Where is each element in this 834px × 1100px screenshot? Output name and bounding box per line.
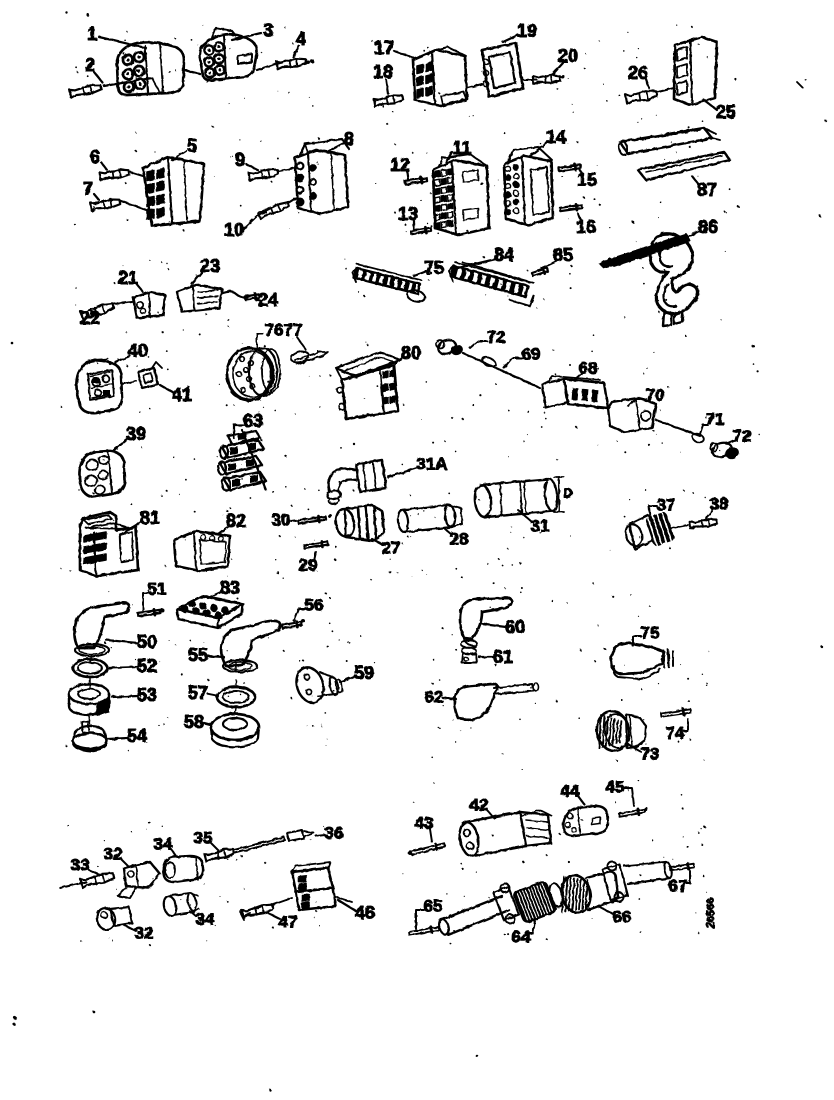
svg-text:68: 68 xyxy=(579,358,598,377)
svg-text:D: D xyxy=(563,485,572,500)
svg-text:59: 59 xyxy=(354,663,374,683)
svg-text:39: 39 xyxy=(126,424,146,444)
svg-text:54: 54 xyxy=(127,726,147,746)
svg-text:56: 56 xyxy=(305,595,324,614)
svg-text:7: 7 xyxy=(83,179,93,199)
svg-text:42: 42 xyxy=(470,795,489,814)
svg-text:19: 19 xyxy=(517,21,537,41)
svg-text:80: 80 xyxy=(401,343,421,363)
svg-text:63: 63 xyxy=(243,411,263,431)
svg-text:52: 52 xyxy=(137,656,157,676)
svg-text:13: 13 xyxy=(398,204,418,224)
svg-text:5: 5 xyxy=(187,136,197,156)
svg-text:9: 9 xyxy=(235,150,245,170)
svg-text:64: 64 xyxy=(512,927,531,946)
svg-text:2: 2 xyxy=(85,55,95,75)
svg-text:4: 4 xyxy=(296,29,306,49)
svg-text:30: 30 xyxy=(272,510,291,529)
svg-text:24: 24 xyxy=(258,290,278,310)
svg-text:11: 11 xyxy=(452,138,471,158)
svg-text:34: 34 xyxy=(196,909,215,928)
svg-text:76: 76 xyxy=(265,320,284,339)
svg-text:23: 23 xyxy=(200,256,220,276)
svg-text:26566: 26566 xyxy=(705,898,717,929)
svg-text:10: 10 xyxy=(224,220,244,240)
svg-text:12: 12 xyxy=(390,155,410,175)
svg-text:25: 25 xyxy=(716,102,736,122)
svg-text:32: 32 xyxy=(135,923,154,942)
svg-text:81: 81 xyxy=(140,508,160,528)
svg-text:86: 86 xyxy=(698,217,718,237)
svg-text:61: 61 xyxy=(493,647,513,667)
svg-text:53: 53 xyxy=(137,685,157,705)
svg-text:82: 82 xyxy=(226,511,246,531)
svg-text:60: 60 xyxy=(505,617,525,637)
svg-text:40: 40 xyxy=(128,341,148,361)
svg-text:14: 14 xyxy=(546,127,566,147)
svg-text:55: 55 xyxy=(188,645,208,665)
svg-text:75: 75 xyxy=(424,258,444,278)
svg-text:33: 33 xyxy=(71,855,90,874)
svg-text:31A: 31A xyxy=(416,454,447,473)
svg-text:58: 58 xyxy=(184,712,204,732)
svg-text:38: 38 xyxy=(710,494,729,513)
svg-text:15: 15 xyxy=(577,170,597,190)
svg-text:26: 26 xyxy=(628,63,648,83)
svg-text:47: 47 xyxy=(279,912,298,931)
svg-text:46: 46 xyxy=(355,903,375,923)
svg-text:71: 71 xyxy=(706,409,725,428)
svg-text:28: 28 xyxy=(450,529,469,548)
svg-text:37: 37 xyxy=(657,495,676,514)
svg-text:70: 70 xyxy=(646,385,665,404)
svg-text:62: 62 xyxy=(425,687,444,706)
svg-text:20: 20 xyxy=(558,46,578,66)
svg-text:32: 32 xyxy=(104,844,123,863)
svg-text:27: 27 xyxy=(382,538,401,557)
svg-text:16: 16 xyxy=(576,217,596,237)
svg-text:3: 3 xyxy=(263,20,273,40)
svg-text:67: 67 xyxy=(669,876,688,895)
svg-text:84: 84 xyxy=(494,245,514,265)
svg-text:21: 21 xyxy=(118,268,138,288)
svg-text:45: 45 xyxy=(606,777,625,796)
svg-text:65: 65 xyxy=(424,896,443,915)
svg-text:87: 87 xyxy=(697,180,717,200)
svg-text:77: 77 xyxy=(284,320,303,339)
svg-text:72: 72 xyxy=(487,327,506,346)
svg-text:50: 50 xyxy=(137,632,157,652)
svg-text:51: 51 xyxy=(148,579,167,598)
svg-text:85: 85 xyxy=(553,245,573,265)
svg-text:1: 1 xyxy=(87,24,97,44)
svg-text:34: 34 xyxy=(154,834,173,853)
svg-text:83: 83 xyxy=(220,578,240,598)
svg-text:41: 41 xyxy=(172,385,192,405)
svg-text:6: 6 xyxy=(90,147,100,167)
svg-text:66: 66 xyxy=(613,907,632,926)
svg-text:57: 57 xyxy=(188,683,208,703)
svg-text:36: 36 xyxy=(325,823,344,842)
svg-text:72: 72 xyxy=(733,426,752,445)
svg-text:69: 69 xyxy=(522,344,541,363)
svg-text:18: 18 xyxy=(373,62,393,82)
svg-text:75: 75 xyxy=(641,623,660,642)
svg-text:8: 8 xyxy=(344,129,354,149)
svg-text:31: 31 xyxy=(531,516,550,535)
svg-text:43: 43 xyxy=(415,813,434,832)
svg-text:17: 17 xyxy=(374,38,394,58)
svg-text:74: 74 xyxy=(666,723,685,742)
svg-text:73: 73 xyxy=(641,744,660,763)
svg-text:44: 44 xyxy=(561,781,580,800)
svg-text:29: 29 xyxy=(299,555,318,574)
svg-text:35: 35 xyxy=(194,828,213,847)
